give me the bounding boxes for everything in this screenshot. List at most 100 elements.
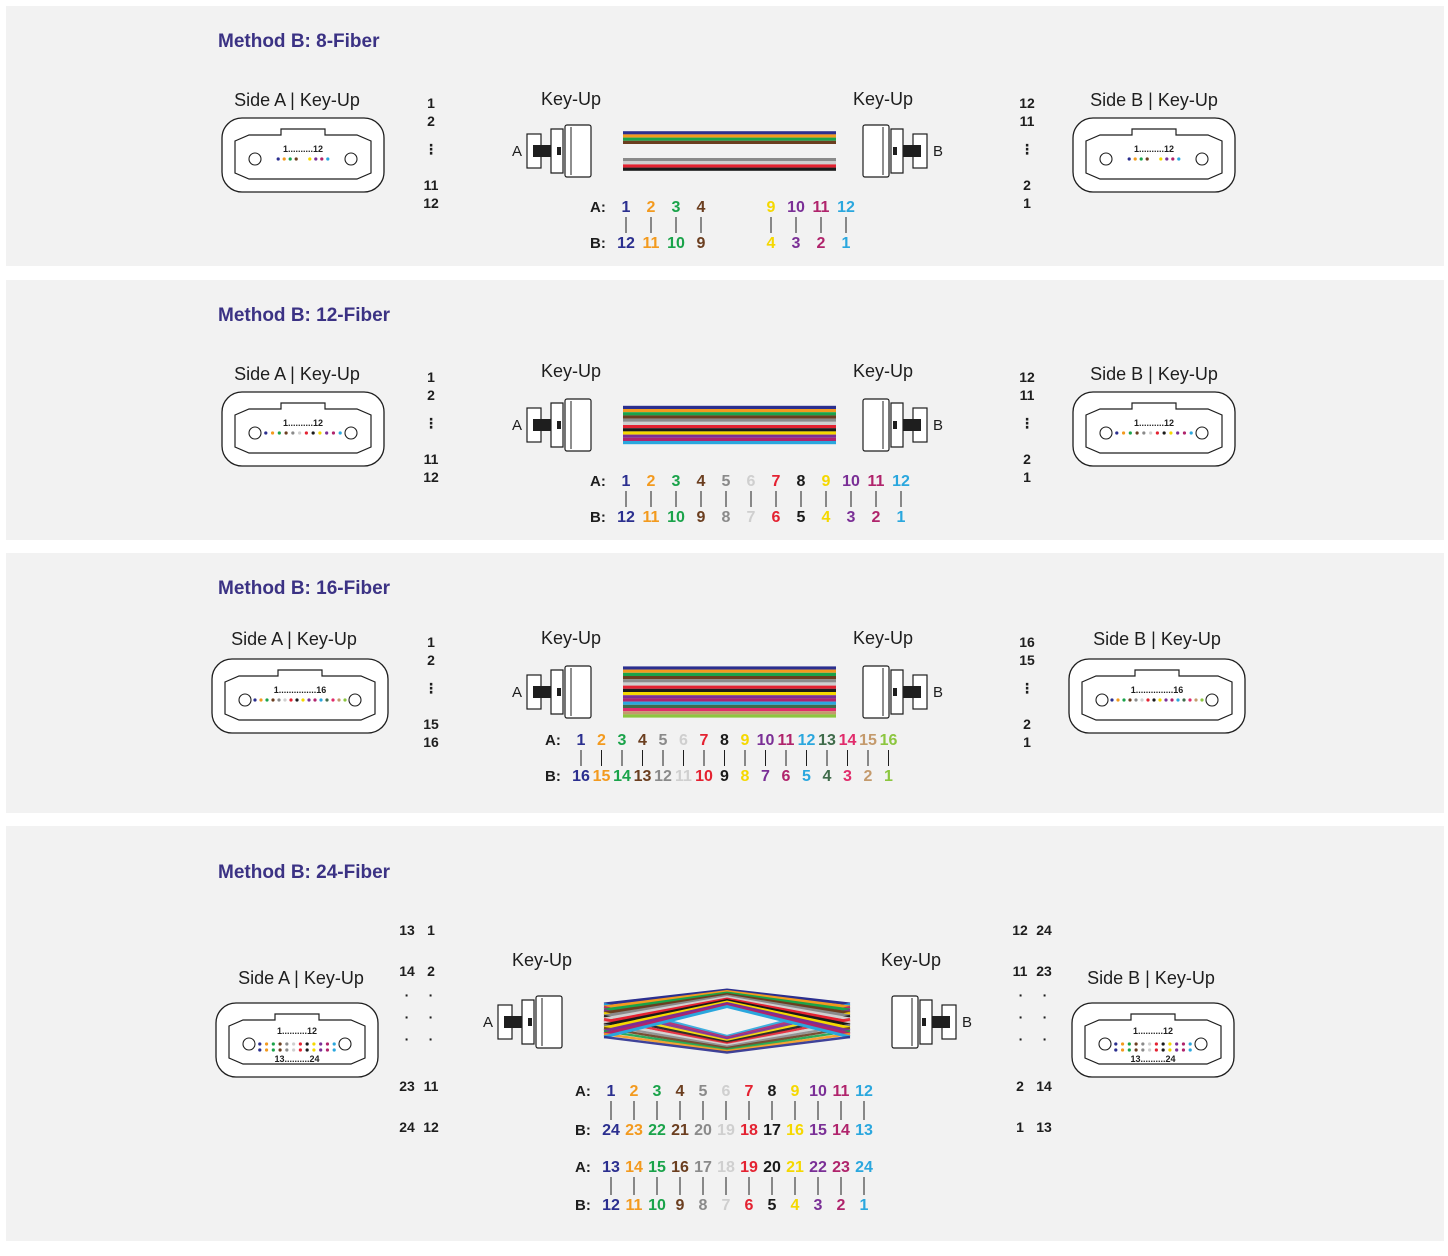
map-a-num: 11 bbox=[868, 473, 885, 490]
map-b-num: 16 bbox=[786, 1122, 804, 1139]
fiber-dot bbox=[1146, 698, 1150, 702]
key-up-label: Key-Up bbox=[881, 950, 941, 970]
right-list-num: 24 bbox=[1036, 922, 1052, 938]
fiber-dot bbox=[292, 1042, 296, 1046]
fiber-dot bbox=[1154, 1042, 1158, 1046]
connector-b-label: B bbox=[962, 1014, 972, 1031]
fiber-dot bbox=[1171, 157, 1175, 161]
right-list-num: 1 bbox=[1016, 1119, 1024, 1135]
side-a-label: Side A | Key-Up bbox=[234, 364, 360, 384]
right-list-num: 11 bbox=[1020, 387, 1035, 403]
fiber-dot bbox=[343, 698, 347, 702]
side-a-plug-range2: 13..........24 bbox=[274, 1054, 319, 1064]
fiber-dot bbox=[283, 698, 287, 702]
right-list-num: 2 bbox=[1016, 1078, 1024, 1094]
guide-hole bbox=[248, 426, 262, 440]
fiber-dot bbox=[1175, 1048, 1179, 1052]
fiber-dot bbox=[312, 1042, 316, 1046]
fiber-dot bbox=[1161, 1048, 1165, 1052]
fiber-strand bbox=[623, 692, 836, 696]
right-list-num: 1 bbox=[1023, 469, 1031, 485]
side-b-label: Side B | Key-Up bbox=[1090, 90, 1218, 110]
left-list-dot: · bbox=[405, 1031, 410, 1047]
plug-inner bbox=[234, 402, 372, 454]
row-b-label: B: bbox=[575, 1122, 591, 1139]
map-b-num: 1 bbox=[897, 509, 906, 526]
fiber-dot bbox=[1128, 698, 1132, 702]
map-a-num: 1 bbox=[607, 1083, 616, 1100]
fiber-dot bbox=[264, 1042, 269, 1046]
map-a-num: 3 bbox=[672, 199, 681, 216]
fiber-dot bbox=[312, 1048, 316, 1052]
right-list-num: 16 bbox=[1019, 634, 1035, 650]
fiber-dot bbox=[276, 157, 280, 161]
section-title: Method B: 16-Fiber bbox=[218, 578, 391, 599]
map-a-num: 1 bbox=[622, 473, 631, 490]
map-b-num: 1 bbox=[842, 235, 851, 252]
key-up-label: Key-Up bbox=[541, 89, 601, 109]
fiber-strand bbox=[623, 412, 836, 416]
right-list-num: 15 bbox=[1019, 652, 1035, 668]
guide-hole bbox=[238, 693, 252, 707]
left-list-dot: · bbox=[429, 987, 434, 1003]
fiber-strand bbox=[623, 428, 836, 432]
fiber-dot bbox=[1170, 698, 1174, 702]
map-b-num: 4 bbox=[822, 509, 831, 526]
map-a-num: 24 bbox=[855, 1159, 873, 1176]
fiber-strand bbox=[623, 437, 836, 441]
fiber-strand bbox=[623, 158, 836, 162]
section-title: Method B: 12-Fiber bbox=[218, 305, 391, 326]
key-up-label: Key-Up bbox=[853, 89, 913, 109]
map-a-num: 18 bbox=[717, 1159, 735, 1176]
map-b-num: 6 bbox=[782, 768, 791, 785]
fiber-dot bbox=[1145, 157, 1149, 161]
left-list-num: 12 bbox=[423, 1119, 439, 1135]
housing bbox=[535, 995, 563, 1049]
fiber-dot bbox=[1177, 157, 1181, 161]
fiber-dot bbox=[295, 698, 299, 702]
right-list-num: 2 bbox=[1023, 177, 1031, 193]
fiber-dot bbox=[325, 1042, 330, 1046]
map-a-num: 21 bbox=[786, 1159, 804, 1176]
left-list-num: 16 bbox=[423, 734, 439, 750]
map-b-num: 8 bbox=[722, 509, 731, 526]
guide-hole bbox=[1099, 426, 1113, 440]
map-a-num: 8 bbox=[768, 1083, 777, 1100]
a-connector bbox=[526, 398, 592, 452]
right-list-num: 11 bbox=[1013, 963, 1028, 979]
map-a-num: 12 bbox=[855, 1083, 873, 1100]
map-b-num: 8 bbox=[699, 1197, 708, 1214]
map-b-num: 9 bbox=[676, 1197, 685, 1214]
row-b-label: B: bbox=[590, 509, 606, 526]
key-up-label: Key-Up bbox=[541, 628, 601, 648]
fiber-dot bbox=[1176, 431, 1180, 435]
side-a-mpo-plug bbox=[215, 1002, 379, 1078]
plug-inner bbox=[228, 1013, 366, 1065]
map-a-num: 14 bbox=[625, 1159, 643, 1176]
map-b-num: 3 bbox=[792, 235, 801, 252]
fiber-dot bbox=[337, 698, 341, 702]
fiber-strand bbox=[623, 682, 836, 686]
housing bbox=[564, 398, 592, 452]
fiber-dot bbox=[1194, 698, 1198, 702]
map-a-num: 3 bbox=[618, 732, 627, 749]
fiber-strand bbox=[623, 131, 836, 135]
map-b-num: 7 bbox=[722, 1197, 731, 1214]
fiber-dot bbox=[1139, 157, 1143, 161]
key bbox=[557, 147, 561, 155]
fiber-dot bbox=[1115, 431, 1119, 435]
fiber-dot bbox=[338, 431, 342, 435]
fiber-strand bbox=[623, 137, 836, 141]
b-connector bbox=[862, 398, 928, 452]
fiber-strand bbox=[623, 695, 836, 699]
right-list-num: 2 bbox=[1023, 451, 1031, 467]
guide-hole bbox=[1205, 693, 1219, 707]
fiber-strand bbox=[623, 164, 836, 168]
fiber-strand bbox=[623, 431, 836, 435]
plug-inner bbox=[1085, 128, 1223, 180]
guide-hole bbox=[242, 1037, 256, 1051]
housing bbox=[891, 995, 919, 1049]
guide-hole bbox=[1194, 1037, 1208, 1051]
fiber-dot bbox=[1176, 698, 1180, 702]
